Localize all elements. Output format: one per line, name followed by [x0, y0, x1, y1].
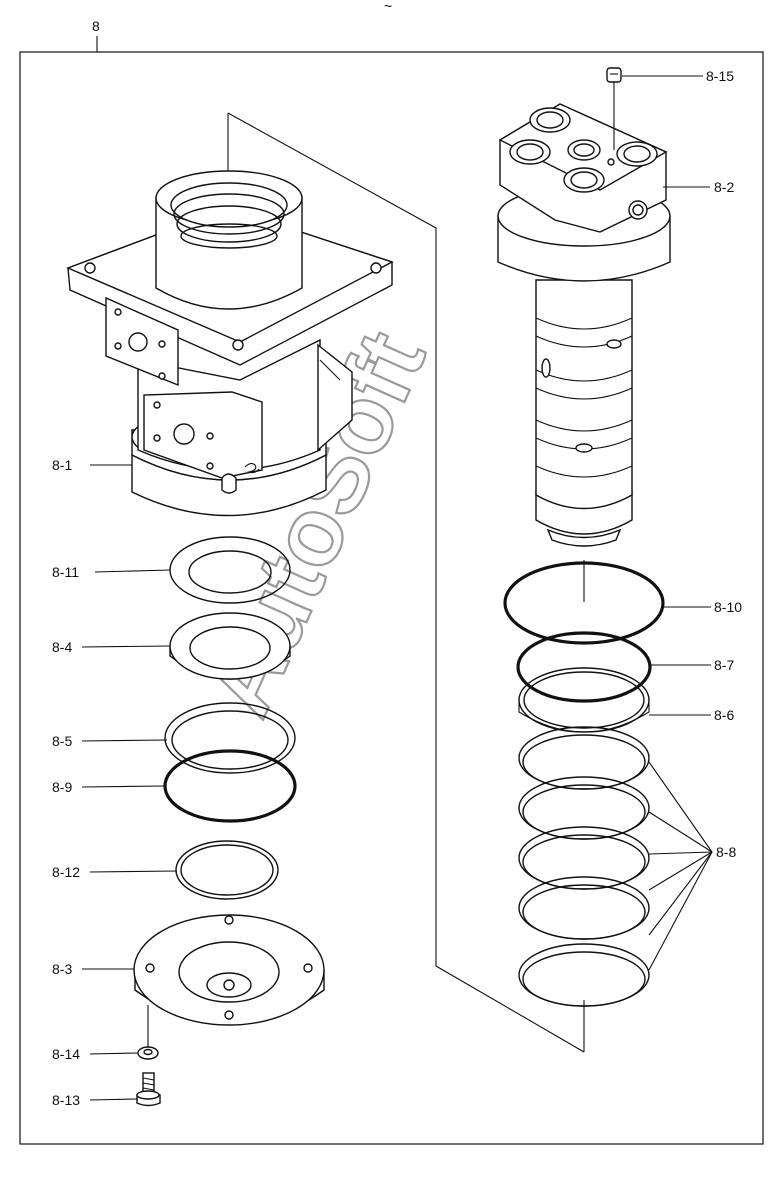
header-mark: ~	[384, 0, 392, 14]
part-8-10-o-ring	[503, 561, 665, 645]
assembly-center-line	[227, 112, 585, 1053]
callout-8-5: 8-5	[52, 733, 72, 749]
callout-8-6: 8-6	[714, 707, 734, 723]
callout-8-4: 8-4	[52, 639, 72, 655]
part-8-9-o-ring	[163, 749, 297, 823]
assembly-label: 8	[92, 18, 100, 34]
callout-8-8: 8-8	[716, 844, 736, 860]
callout-8-1: 8-1	[52, 457, 72, 473]
callout-8-2: 8-2	[714, 179, 734, 195]
part-8-3-cover	[133, 914, 325, 1026]
callout-8-11: 8-11	[52, 564, 79, 580]
part-8-6-ring	[518, 667, 650, 733]
part-8-1-body	[66, 170, 394, 517]
part-8-5-ring	[164, 702, 296, 774]
callout-8-7: 8-7	[714, 657, 734, 673]
part-8-13-bolt	[136, 1072, 161, 1107]
part-8-15-plug	[606, 67, 622, 150]
part-8-12-ring	[175, 840, 279, 900]
callout-8-3: 8-3	[52, 961, 72, 977]
diagram-frame	[19, 51, 764, 1145]
callout-8-10: 8-10	[714, 599, 742, 615]
part-8-7-o-ring	[516, 631, 652, 703]
callout-8-12: 8-12	[52, 864, 80, 880]
part-8-4-washer	[169, 612, 291, 680]
part-8-14-washer	[137, 1046, 159, 1060]
part-8-8-seal-rings	[518, 726, 650, 1007]
callout-8-14: 8-14	[52, 1046, 80, 1062]
leader-lines	[81, 75, 713, 1101]
callout-8-15: 8-15	[706, 68, 734, 84]
part-8-2-spindle	[497, 103, 671, 547]
callout-8-13: 8-13	[52, 1092, 80, 1108]
callout-8-9: 8-9	[52, 779, 72, 795]
